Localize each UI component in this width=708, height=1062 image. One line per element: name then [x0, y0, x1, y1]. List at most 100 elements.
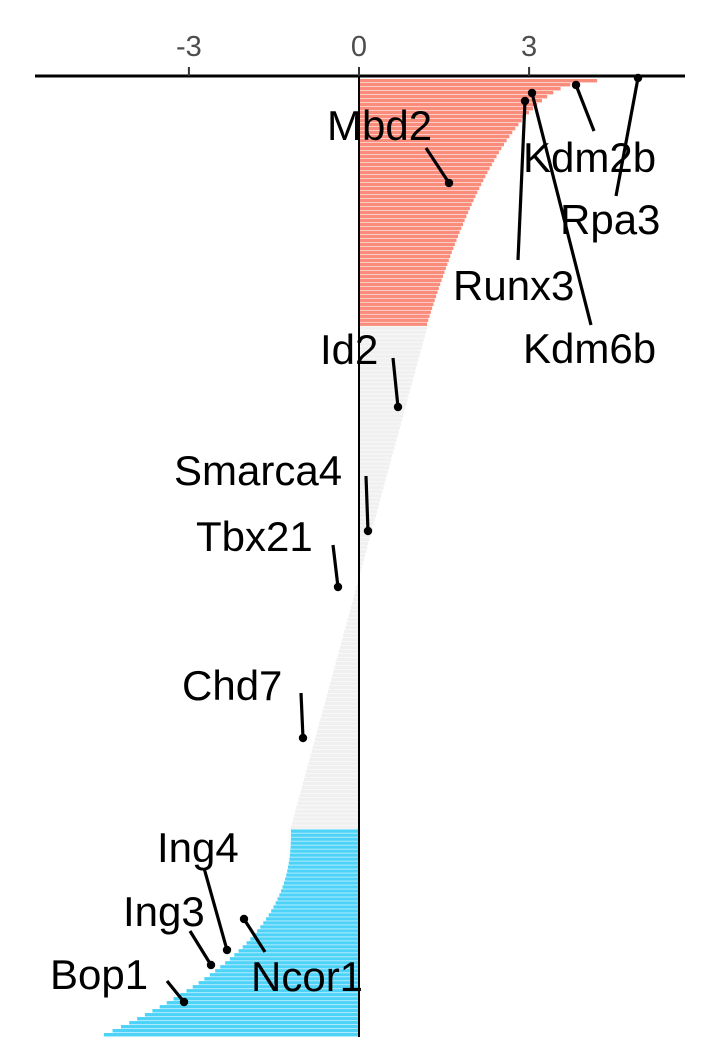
annotation-label-ncor1: Ncor1: [251, 953, 363, 1000]
bars-layer: [103, 79, 598, 1037]
bar-ns: [359, 470, 388, 474]
bar-down: [209, 973, 359, 977]
bar-up: [359, 170, 488, 175]
bar-up: [359, 142, 504, 147]
bar-down: [285, 877, 359, 881]
bar-ns: [344, 629, 359, 634]
bar-down: [289, 857, 359, 861]
bar-up: [359, 134, 510, 139]
bar-up: [359, 158, 495, 163]
bar-ns: [320, 717, 359, 722]
bar-ns: [331, 677, 359, 682]
bar-ns: [359, 502, 380, 506]
bar-ns: [305, 773, 359, 777]
bar-down: [281, 889, 359, 893]
bar-ns: [359, 558, 364, 562]
bar-up: [359, 190, 478, 195]
bar-up: [359, 262, 448, 267]
bar-ns: [345, 625, 359, 630]
bar-ns: [359, 538, 370, 542]
bar-ns: [343, 633, 359, 638]
bar-ns: [359, 430, 399, 434]
bar-ns: [359, 561, 363, 566]
x-tick-label: -3: [176, 31, 202, 63]
bar-ns: [298, 797, 359, 801]
annotation-leader-kdm6b: [530, 92, 593, 326]
bar-ns: [359, 346, 422, 350]
bar-down: [273, 905, 359, 909]
bar-up: [359, 242, 455, 247]
bar-ns: [359, 474, 387, 478]
bar-ns: [355, 589, 359, 594]
bar-up: [359, 79, 598, 83]
bar-ns: [359, 550, 367, 554]
bar-ns: [301, 785, 359, 789]
bar-down: [286, 873, 359, 877]
bar-down: [288, 865, 359, 869]
bar-down: [215, 969, 359, 973]
bar-up: [359, 254, 451, 259]
bar-down: [112, 1029, 359, 1033]
bar-ns: [359, 442, 396, 446]
bar-ns: [353, 597, 359, 602]
bar-ns: [359, 378, 413, 382]
annotation-label-tbx21: Tbx21: [196, 513, 313, 560]
annotation-point-bop1: [179, 997, 189, 1007]
bar-ns: [359, 358, 419, 362]
bar-ns: [359, 410, 405, 414]
annotation-leader-chd7: [299, 692, 305, 739]
bar-down: [290, 833, 359, 837]
bar-up: [359, 310, 431, 314]
bar-ns: [359, 438, 397, 442]
bar-ns: [349, 609, 359, 614]
bar-ns: [356, 585, 359, 590]
bar-down: [260, 925, 359, 929]
bar-down: [290, 845, 359, 849]
annotation-point-kdm2b: [571, 80, 581, 90]
bar-down: [166, 1001, 359, 1005]
bar-ns: [296, 805, 359, 809]
bar-down: [266, 917, 359, 921]
bar-ns: [307, 765, 359, 769]
bar-up: [359, 218, 465, 223]
bar-up: [359, 138, 507, 143]
bar-down: [287, 869, 359, 873]
bar-ns: [359, 490, 383, 494]
bar-up: [359, 130, 513, 135]
bar-ns: [292, 821, 359, 825]
bar-down: [250, 937, 359, 941]
bar-up: [359, 154, 497, 159]
bar-ns: [359, 402, 407, 406]
bar-up: [359, 82, 571, 87]
annotation-label-bop1: Bop1: [50, 951, 148, 998]
bar-ns: [308, 761, 359, 766]
bar-up: [359, 222, 463, 227]
bar-up: [359, 106, 533, 111]
annotation-label-ing3: Ing3: [123, 888, 205, 935]
bar-ns: [341, 641, 359, 646]
bar-ns: [306, 769, 359, 773]
bar-down: [229, 957, 359, 961]
bar-up: [359, 238, 457, 243]
bar-ns: [319, 721, 359, 726]
bar-up: [359, 274, 444, 279]
bar-down: [137, 1017, 359, 1021]
bar-down: [225, 961, 359, 965]
bar-ns: [359, 426, 400, 430]
bar-ns: [354, 593, 359, 598]
bar-up: [359, 102, 538, 107]
bar-ns: [359, 338, 424, 342]
annotation-leader-ing3: [188, 930, 213, 966]
annotation-point-id2: [393, 402, 403, 412]
bar-down: [186, 989, 359, 993]
annotation-leader-kdm2b: [574, 84, 596, 132]
bar-ns: [300, 789, 359, 793]
bar-ns: [359, 326, 428, 330]
bar-ns: [359, 422, 401, 426]
bar-down: [288, 861, 359, 865]
bar-ns: [346, 621, 359, 626]
bar-up: [359, 306, 433, 310]
bar-down: [120, 1025, 359, 1029]
bar-up: [359, 298, 435, 302]
bar-down: [159, 1005, 359, 1009]
